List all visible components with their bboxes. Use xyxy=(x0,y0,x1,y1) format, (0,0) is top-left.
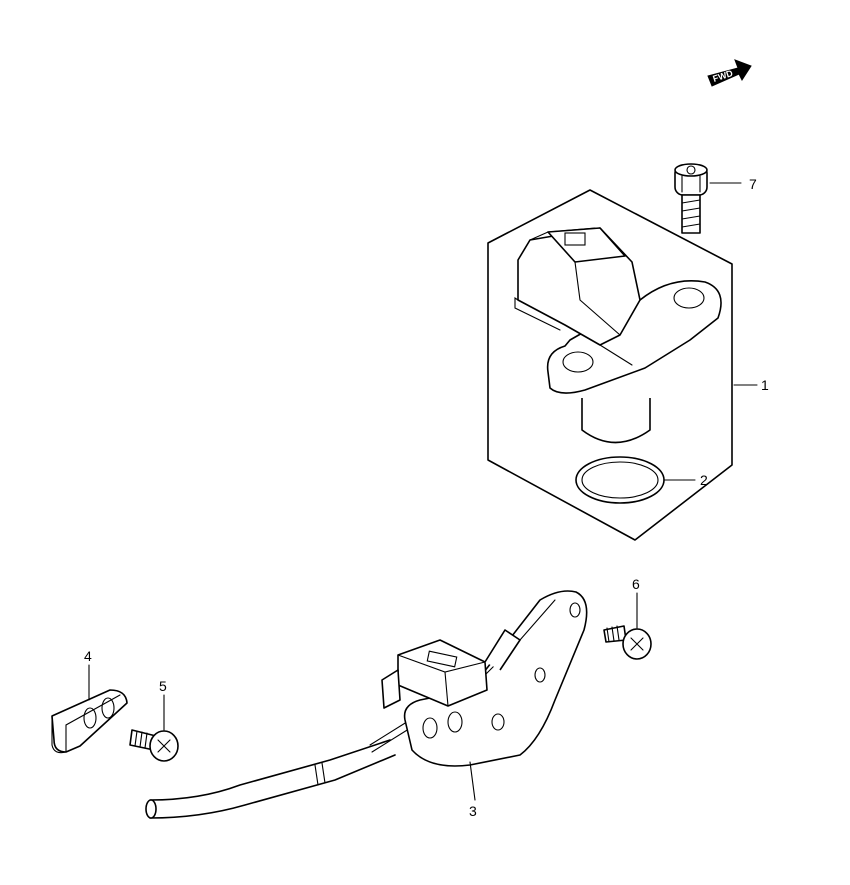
callout-3: 3 xyxy=(469,803,477,819)
callout-7: 7 xyxy=(749,176,757,192)
callout-6: 6 xyxy=(632,576,640,592)
screw-part-5 xyxy=(129,729,179,762)
bolt-part-7 xyxy=(674,163,708,234)
fwd-arrow-icon: FWD xyxy=(707,59,752,87)
callout-2: 2 xyxy=(700,472,708,488)
callout-1: 1 xyxy=(761,377,769,393)
callout-4: 4 xyxy=(84,648,92,664)
screw-part-6 xyxy=(603,625,652,660)
harness-part-3 xyxy=(145,590,588,819)
assembly-frame xyxy=(487,189,733,541)
o-ring-part-2 xyxy=(575,456,665,504)
leader-line-3 xyxy=(469,761,476,801)
callout-5: 5 xyxy=(159,678,167,694)
sensor-part-1 xyxy=(514,227,722,444)
clamp-part-4 xyxy=(51,689,128,754)
